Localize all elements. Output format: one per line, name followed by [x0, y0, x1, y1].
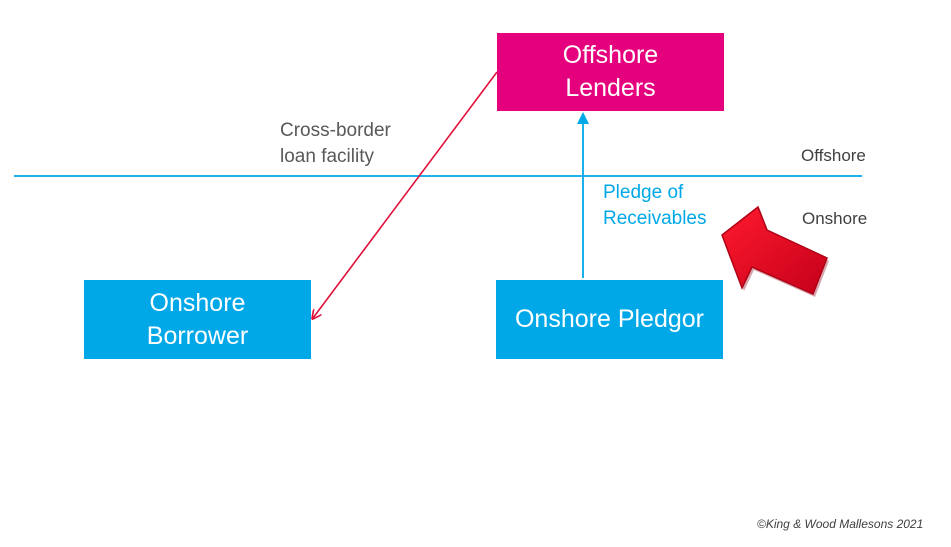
highlight-arrow-icon: [721, 205, 829, 297]
loan-facility-arrow: [313, 71, 498, 318]
copyright-notice: ©King & Wood Mallesons 2021: [757, 517, 924, 531]
offshore-lenders-box: Offshore Lenders: [497, 33, 724, 111]
onshore-zone-label: Onshore: [802, 209, 868, 228]
onshore-borrower-box: Onshore Borrower: [84, 280, 311, 359]
onshore-borrower-line1: Onshore: [149, 288, 246, 317]
offshore-zone-label: Offshore: [801, 146, 866, 165]
onshore-pledgor-label: Onshore Pledgor: [514, 305, 704, 333]
onshore-borrower-line2: Borrower: [146, 321, 249, 350]
pledge-line1: Pledge of: [603, 182, 684, 203]
offshore-lenders-line1: Offshore: [562, 41, 659, 69]
onshore-pledgor-box: Onshore Pledgor: [496, 280, 723, 359]
pledge-line2: Receivables: [603, 208, 707, 229]
offshore-lenders-line2: Lenders: [565, 74, 656, 102]
cross-border-loan-label: Cross-border loan facility: [280, 118, 391, 170]
pledge-of-receivables-label: Pledge of Receivables: [603, 180, 707, 232]
cross-border-line2: loan facility: [280, 146, 374, 167]
cross-border-line1: Cross-border: [280, 120, 391, 141]
